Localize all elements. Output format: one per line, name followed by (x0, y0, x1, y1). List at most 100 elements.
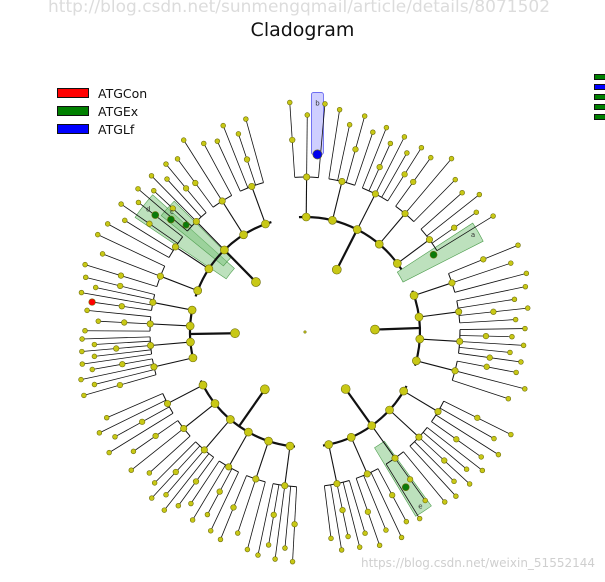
tree-node (425, 236, 433, 244)
tree-node (393, 259, 402, 268)
tree-branch (94, 340, 151, 345)
tree-node (312, 149, 323, 160)
tree-node (264, 436, 273, 446)
tree-node (383, 527, 389, 533)
tree-node (482, 333, 490, 340)
clade-label: a (471, 231, 475, 239)
tree-node (185, 321, 195, 331)
tree-branch (190, 460, 220, 504)
tree-node (210, 399, 220, 408)
tree-branch (163, 453, 210, 511)
legend-label: ATGEx (98, 103, 139, 119)
tree-node (252, 475, 260, 483)
tree-node (287, 99, 293, 106)
tree-branch (413, 282, 453, 297)
tree-branch (403, 451, 446, 503)
tree-node (345, 533, 351, 540)
tree-node (230, 504, 237, 511)
tree-node (352, 225, 362, 234)
tree-node (182, 185, 190, 192)
tree-branch (150, 323, 191, 327)
tree-node (116, 381, 124, 389)
tree-node (121, 319, 128, 326)
tree-node (414, 312, 424, 322)
tree-node (91, 341, 98, 348)
tree-node (151, 187, 157, 194)
tree-node (291, 521, 298, 528)
tree-branch (284, 486, 292, 549)
tree-node (118, 303, 125, 310)
watermark-top: http://blog.csdn.net/sunmengqmail/articl… (48, 0, 551, 17)
tree-node (331, 264, 342, 275)
tree-node (192, 478, 200, 485)
tree-node (333, 480, 341, 488)
tree-branch (374, 326, 420, 331)
tree-branch (458, 298, 515, 309)
tree-branch (454, 272, 527, 293)
tree-branch (137, 188, 188, 232)
tree-node (508, 260, 514, 266)
tree-branch (389, 409, 420, 438)
tree-node (146, 320, 154, 328)
tree-arc (199, 380, 296, 448)
tree-node (401, 483, 410, 491)
tree-branch (459, 319, 516, 324)
tree-node (151, 211, 160, 219)
tree-branch (330, 484, 343, 551)
tree-node (490, 213, 496, 219)
tree-node (192, 179, 199, 187)
tree-node (79, 336, 85, 342)
tree-node (117, 282, 124, 290)
tree-node (451, 478, 457, 485)
tree-node (106, 449, 112, 456)
tree-node (163, 492, 169, 498)
tree-node (322, 101, 328, 107)
tree-node (244, 546, 251, 553)
tree-node (486, 354, 493, 361)
tree-node (518, 359, 524, 365)
tree-node (204, 264, 214, 274)
tree-node (407, 476, 414, 483)
tree-node (346, 433, 356, 442)
tree-node (455, 308, 463, 316)
tree-node (261, 219, 270, 229)
tree-node (418, 144, 425, 151)
tree-node (303, 173, 311, 181)
tree-node (128, 467, 134, 473)
tree-branch (195, 221, 225, 251)
tree-node (509, 333, 515, 340)
tree-branch (344, 388, 373, 427)
tree-branch (354, 132, 374, 186)
tree-branch (107, 223, 170, 258)
tree-node (235, 530, 241, 536)
tree-branch (203, 419, 231, 451)
tree-node (409, 291, 419, 300)
tree-node (135, 186, 141, 192)
tree-node (171, 243, 179, 251)
tree-branch (350, 437, 368, 475)
tree-node (163, 161, 169, 167)
tree-node (451, 224, 458, 231)
legend-swatch-red (57, 88, 89, 98)
tree-node (272, 556, 278, 562)
tree-node (226, 415, 235, 424)
tree-node (289, 136, 296, 144)
tree-node (476, 191, 483, 198)
tree-node (452, 176, 458, 183)
clade-label: d (146, 205, 150, 213)
tree-branch (150, 341, 191, 347)
tree-branch (131, 428, 184, 471)
tree-node (156, 272, 164, 280)
tree-branch (459, 341, 524, 346)
tree-node (525, 305, 531, 311)
tree-branch (414, 441, 455, 482)
tree-branch (422, 432, 467, 470)
tree-node (282, 545, 288, 551)
tree-node (265, 542, 272, 548)
tree-node (474, 414, 481, 421)
tree-node (200, 446, 208, 454)
tree-node (243, 156, 251, 163)
tree-branch (375, 136, 405, 195)
tree-branch (335, 229, 359, 271)
tree-node (150, 363, 158, 371)
